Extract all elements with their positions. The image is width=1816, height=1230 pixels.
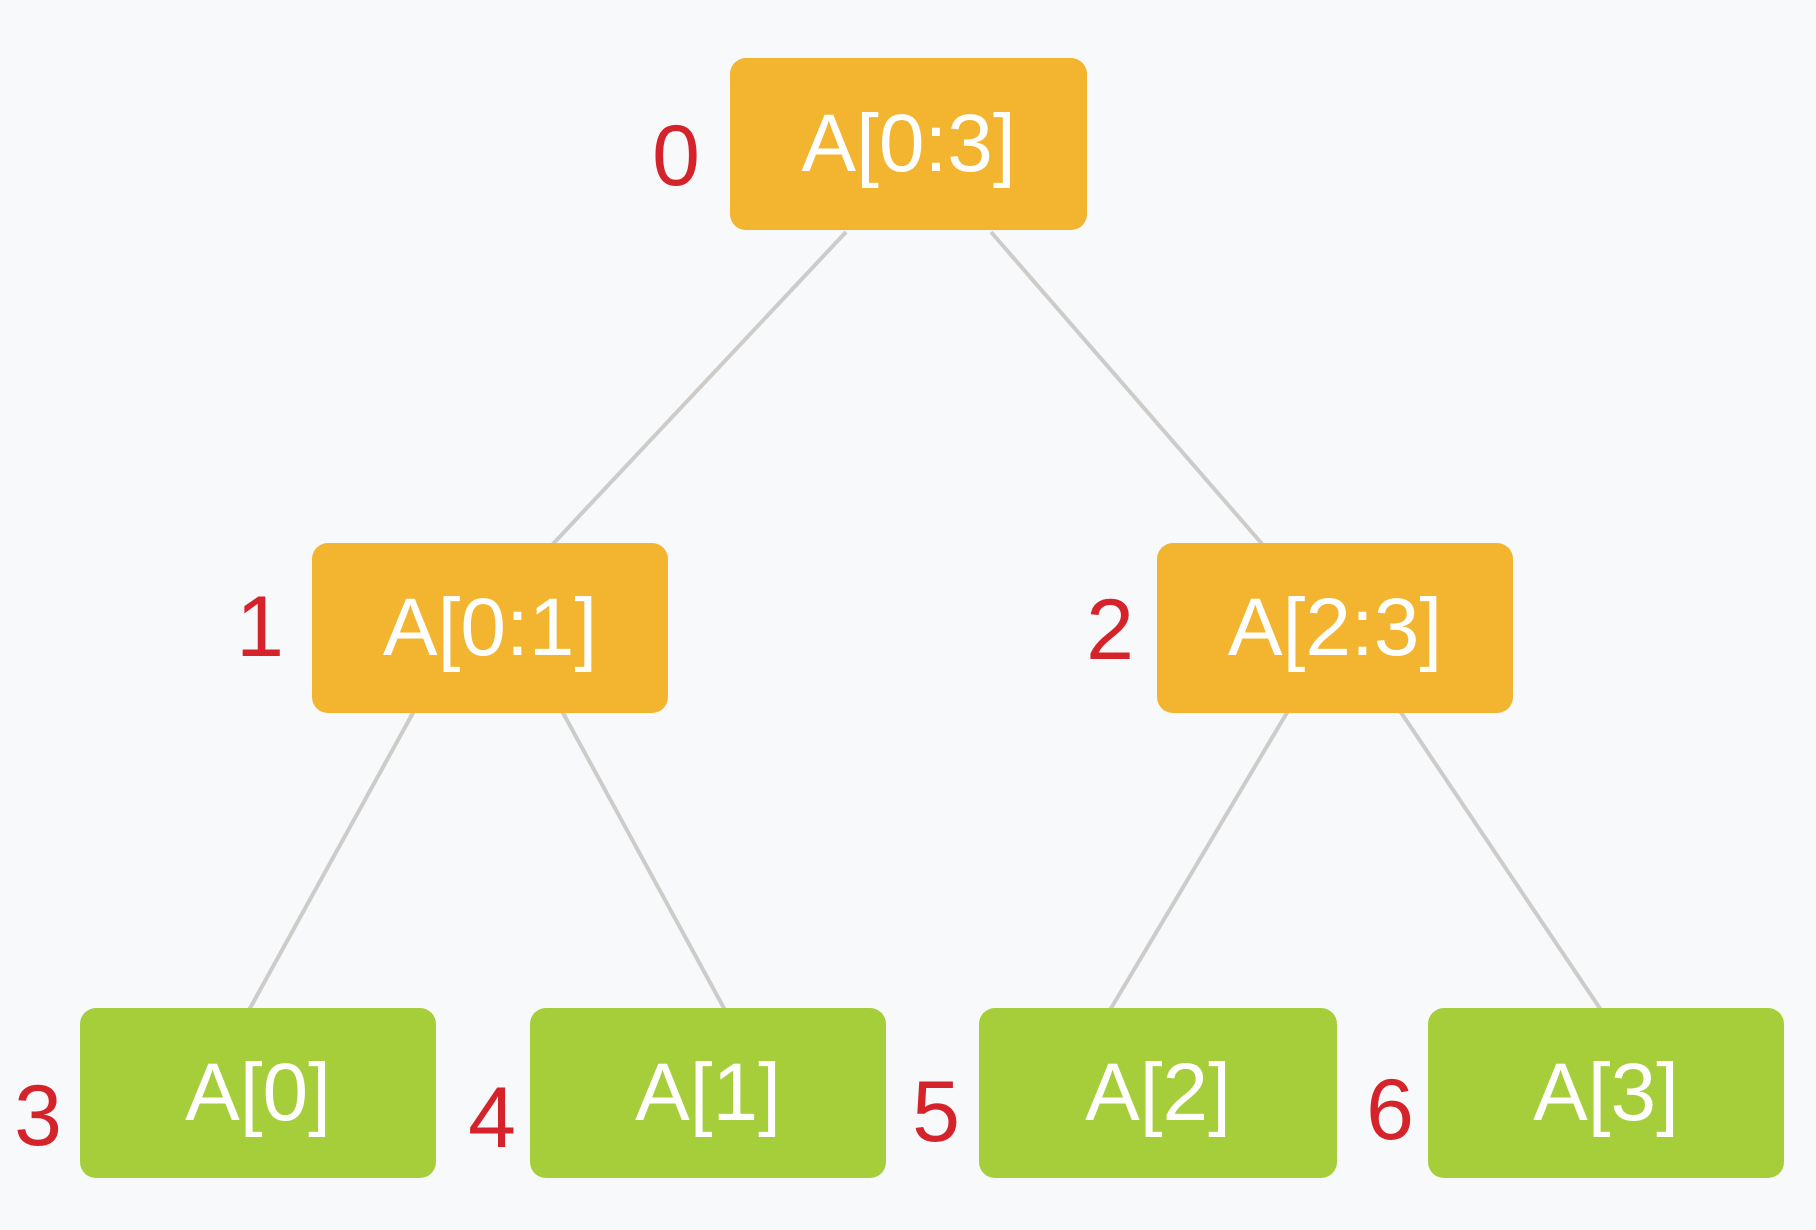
node-a3: A[3] xyxy=(1428,1008,1784,1178)
node-a1: A[1] xyxy=(530,1008,886,1178)
node-index-2: 2 xyxy=(1086,582,1134,678)
edge-root-to-left-child xyxy=(550,230,848,547)
node-a2-3: A[2:3] xyxy=(1157,543,1513,713)
edge-root-to-right-child xyxy=(989,230,1265,547)
node-index-0: 0 xyxy=(652,108,700,204)
edge-left-to-leaf-a1 xyxy=(560,710,727,1011)
node-a2: A[2] xyxy=(979,1008,1337,1178)
edge-right-to-leaf-a2 xyxy=(1108,709,1290,1012)
node-index-5: 5 xyxy=(912,1064,960,1160)
edge-right-to-leaf-a3 xyxy=(1398,709,1603,1012)
edge-left-to-leaf-a0 xyxy=(247,710,416,1011)
node-index-3: 3 xyxy=(14,1068,62,1164)
node-a0-1: A[0:1] xyxy=(312,543,668,713)
node-a0-3: A[0:3] xyxy=(730,58,1087,230)
node-index-6: 6 xyxy=(1366,1062,1414,1158)
node-index-4: 4 xyxy=(468,1070,516,1166)
node-a0: A[0] xyxy=(80,1008,436,1178)
node-index-1: 1 xyxy=(236,579,284,675)
